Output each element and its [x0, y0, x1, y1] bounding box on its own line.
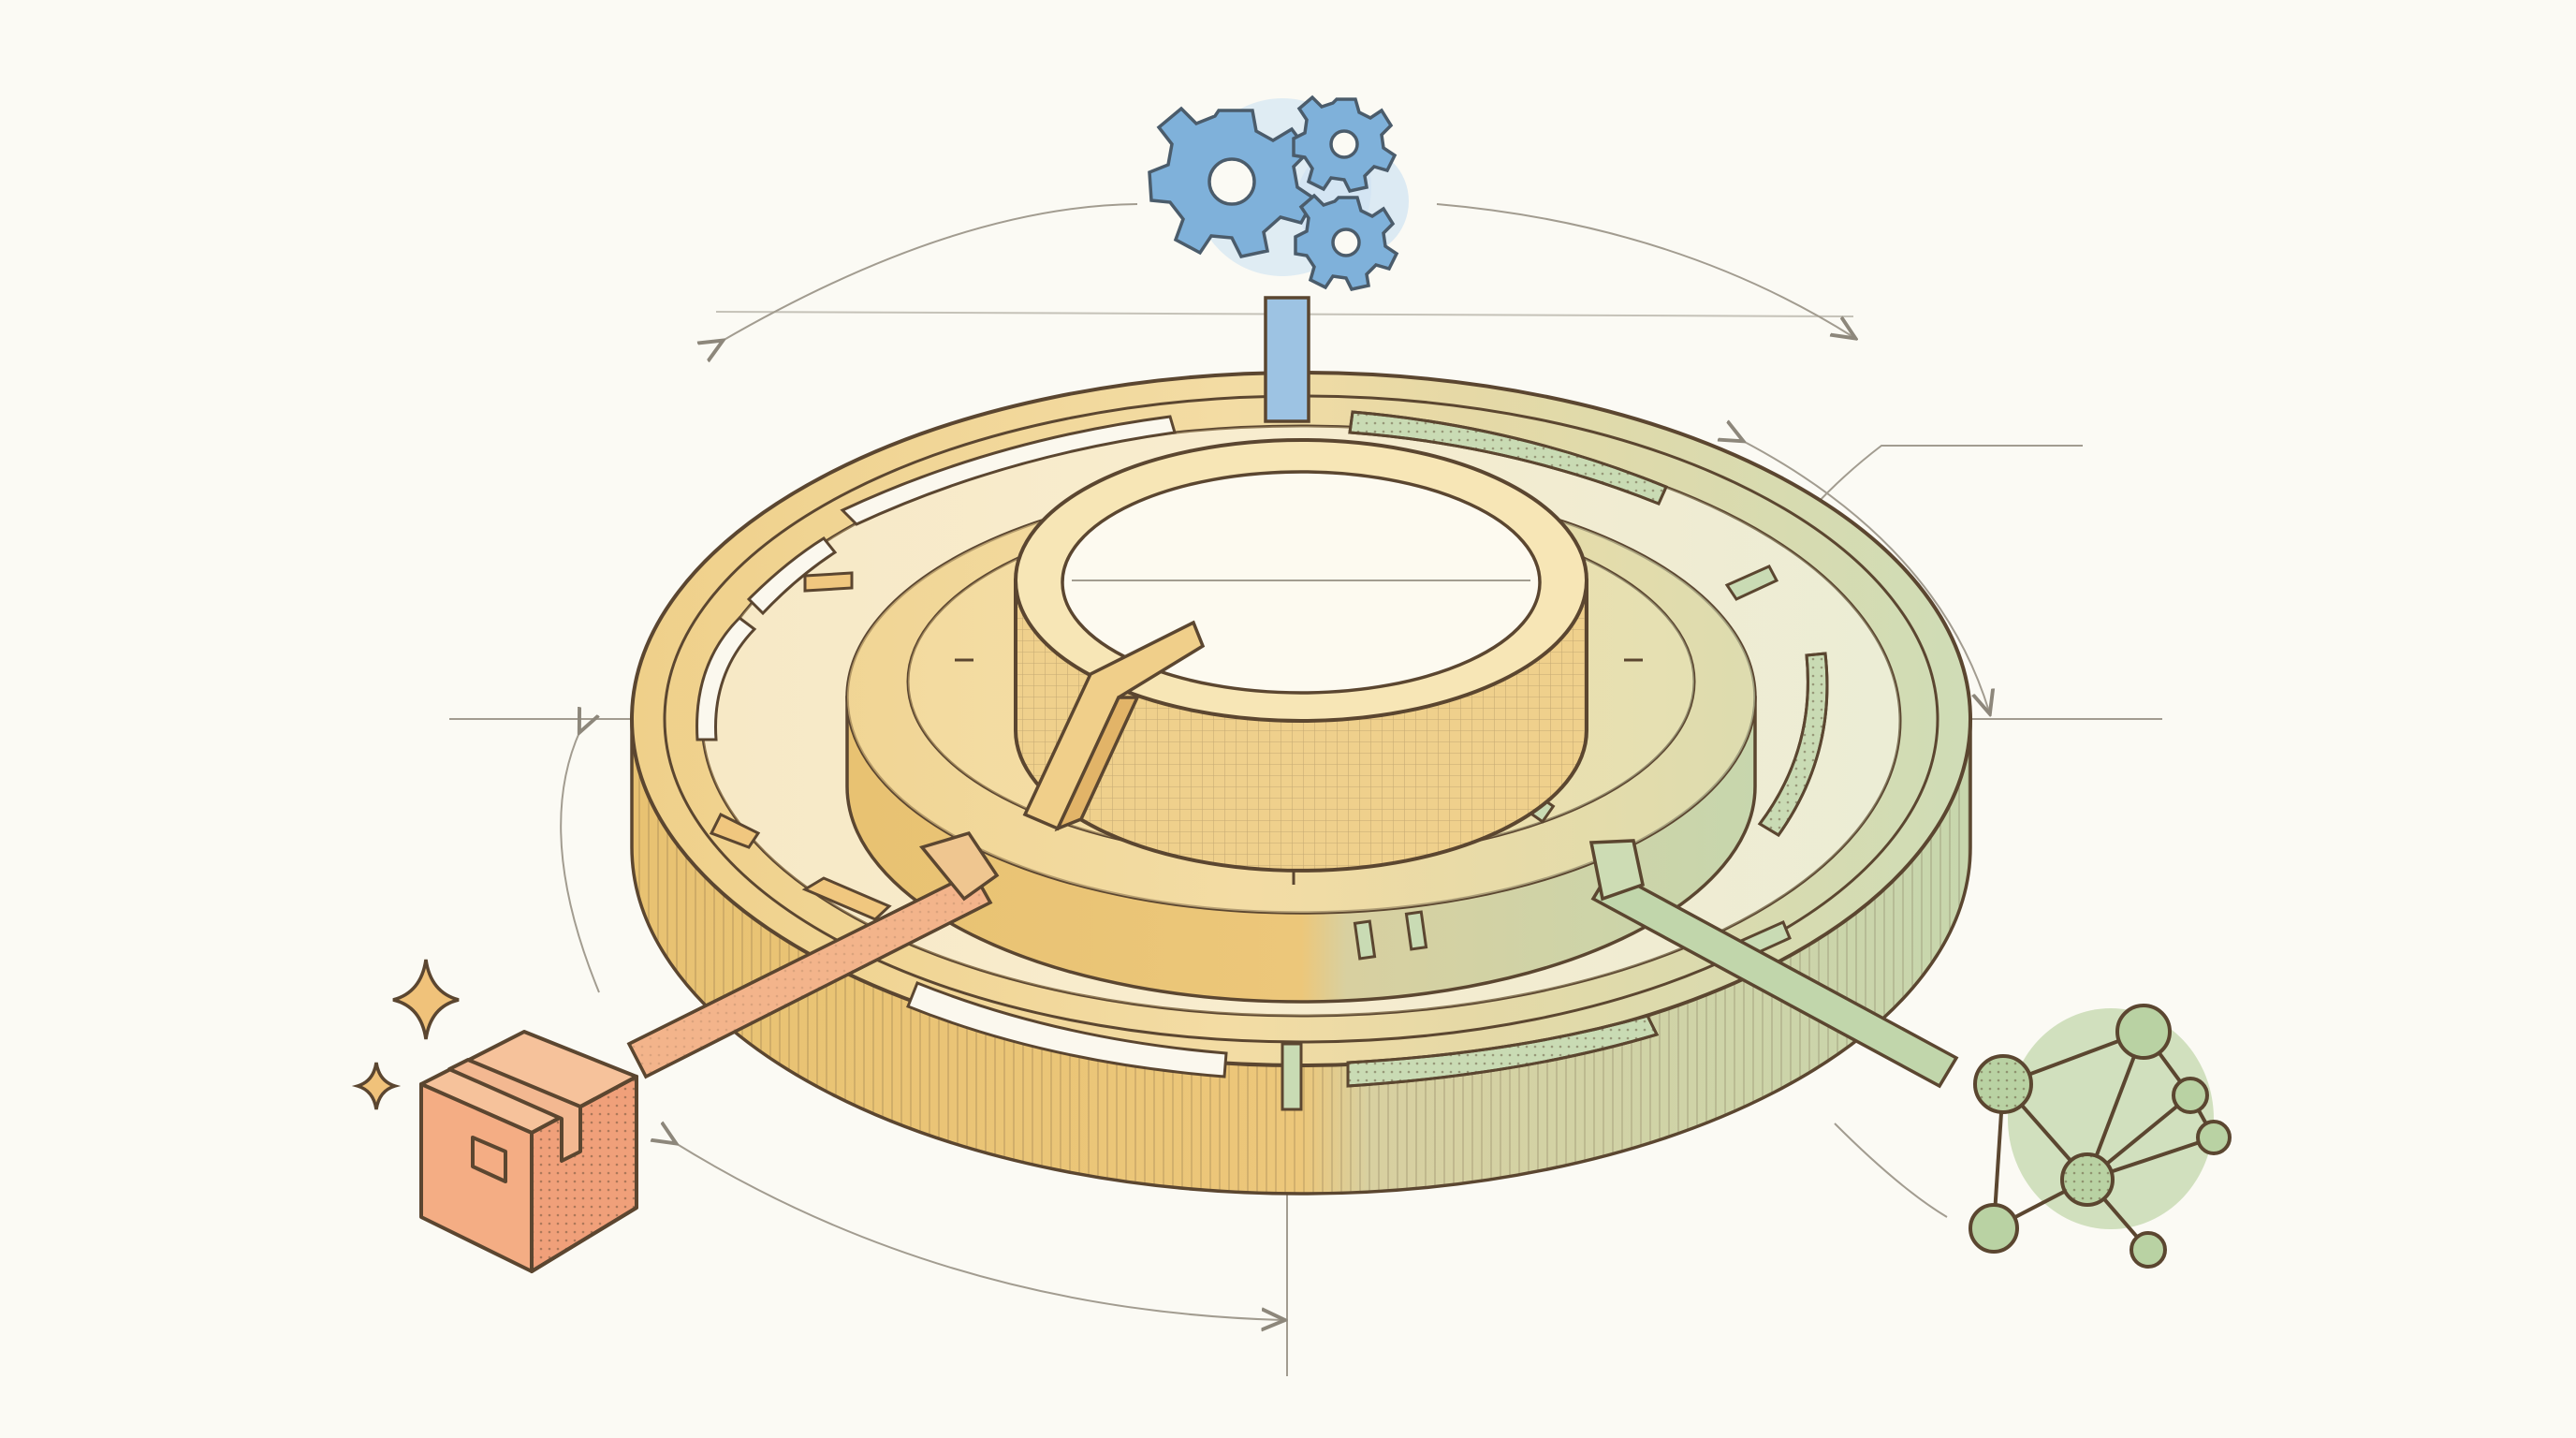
core-arm [1022, 620, 1206, 832]
top-connector [1264, 296, 1310, 423]
gear-cluster-icon [1148, 95, 1409, 292]
central-core [1014, 438, 1588, 873]
sparkle-icon [351, 959, 460, 1110]
network-graph-icon [1969, 1004, 2232, 1269]
right-connector [1588, 839, 1959, 1089]
package-box-icon [419, 1030, 638, 1273]
outer-track-segments [695, 410, 1829, 1111]
left-connector [626, 830, 1000, 1079]
